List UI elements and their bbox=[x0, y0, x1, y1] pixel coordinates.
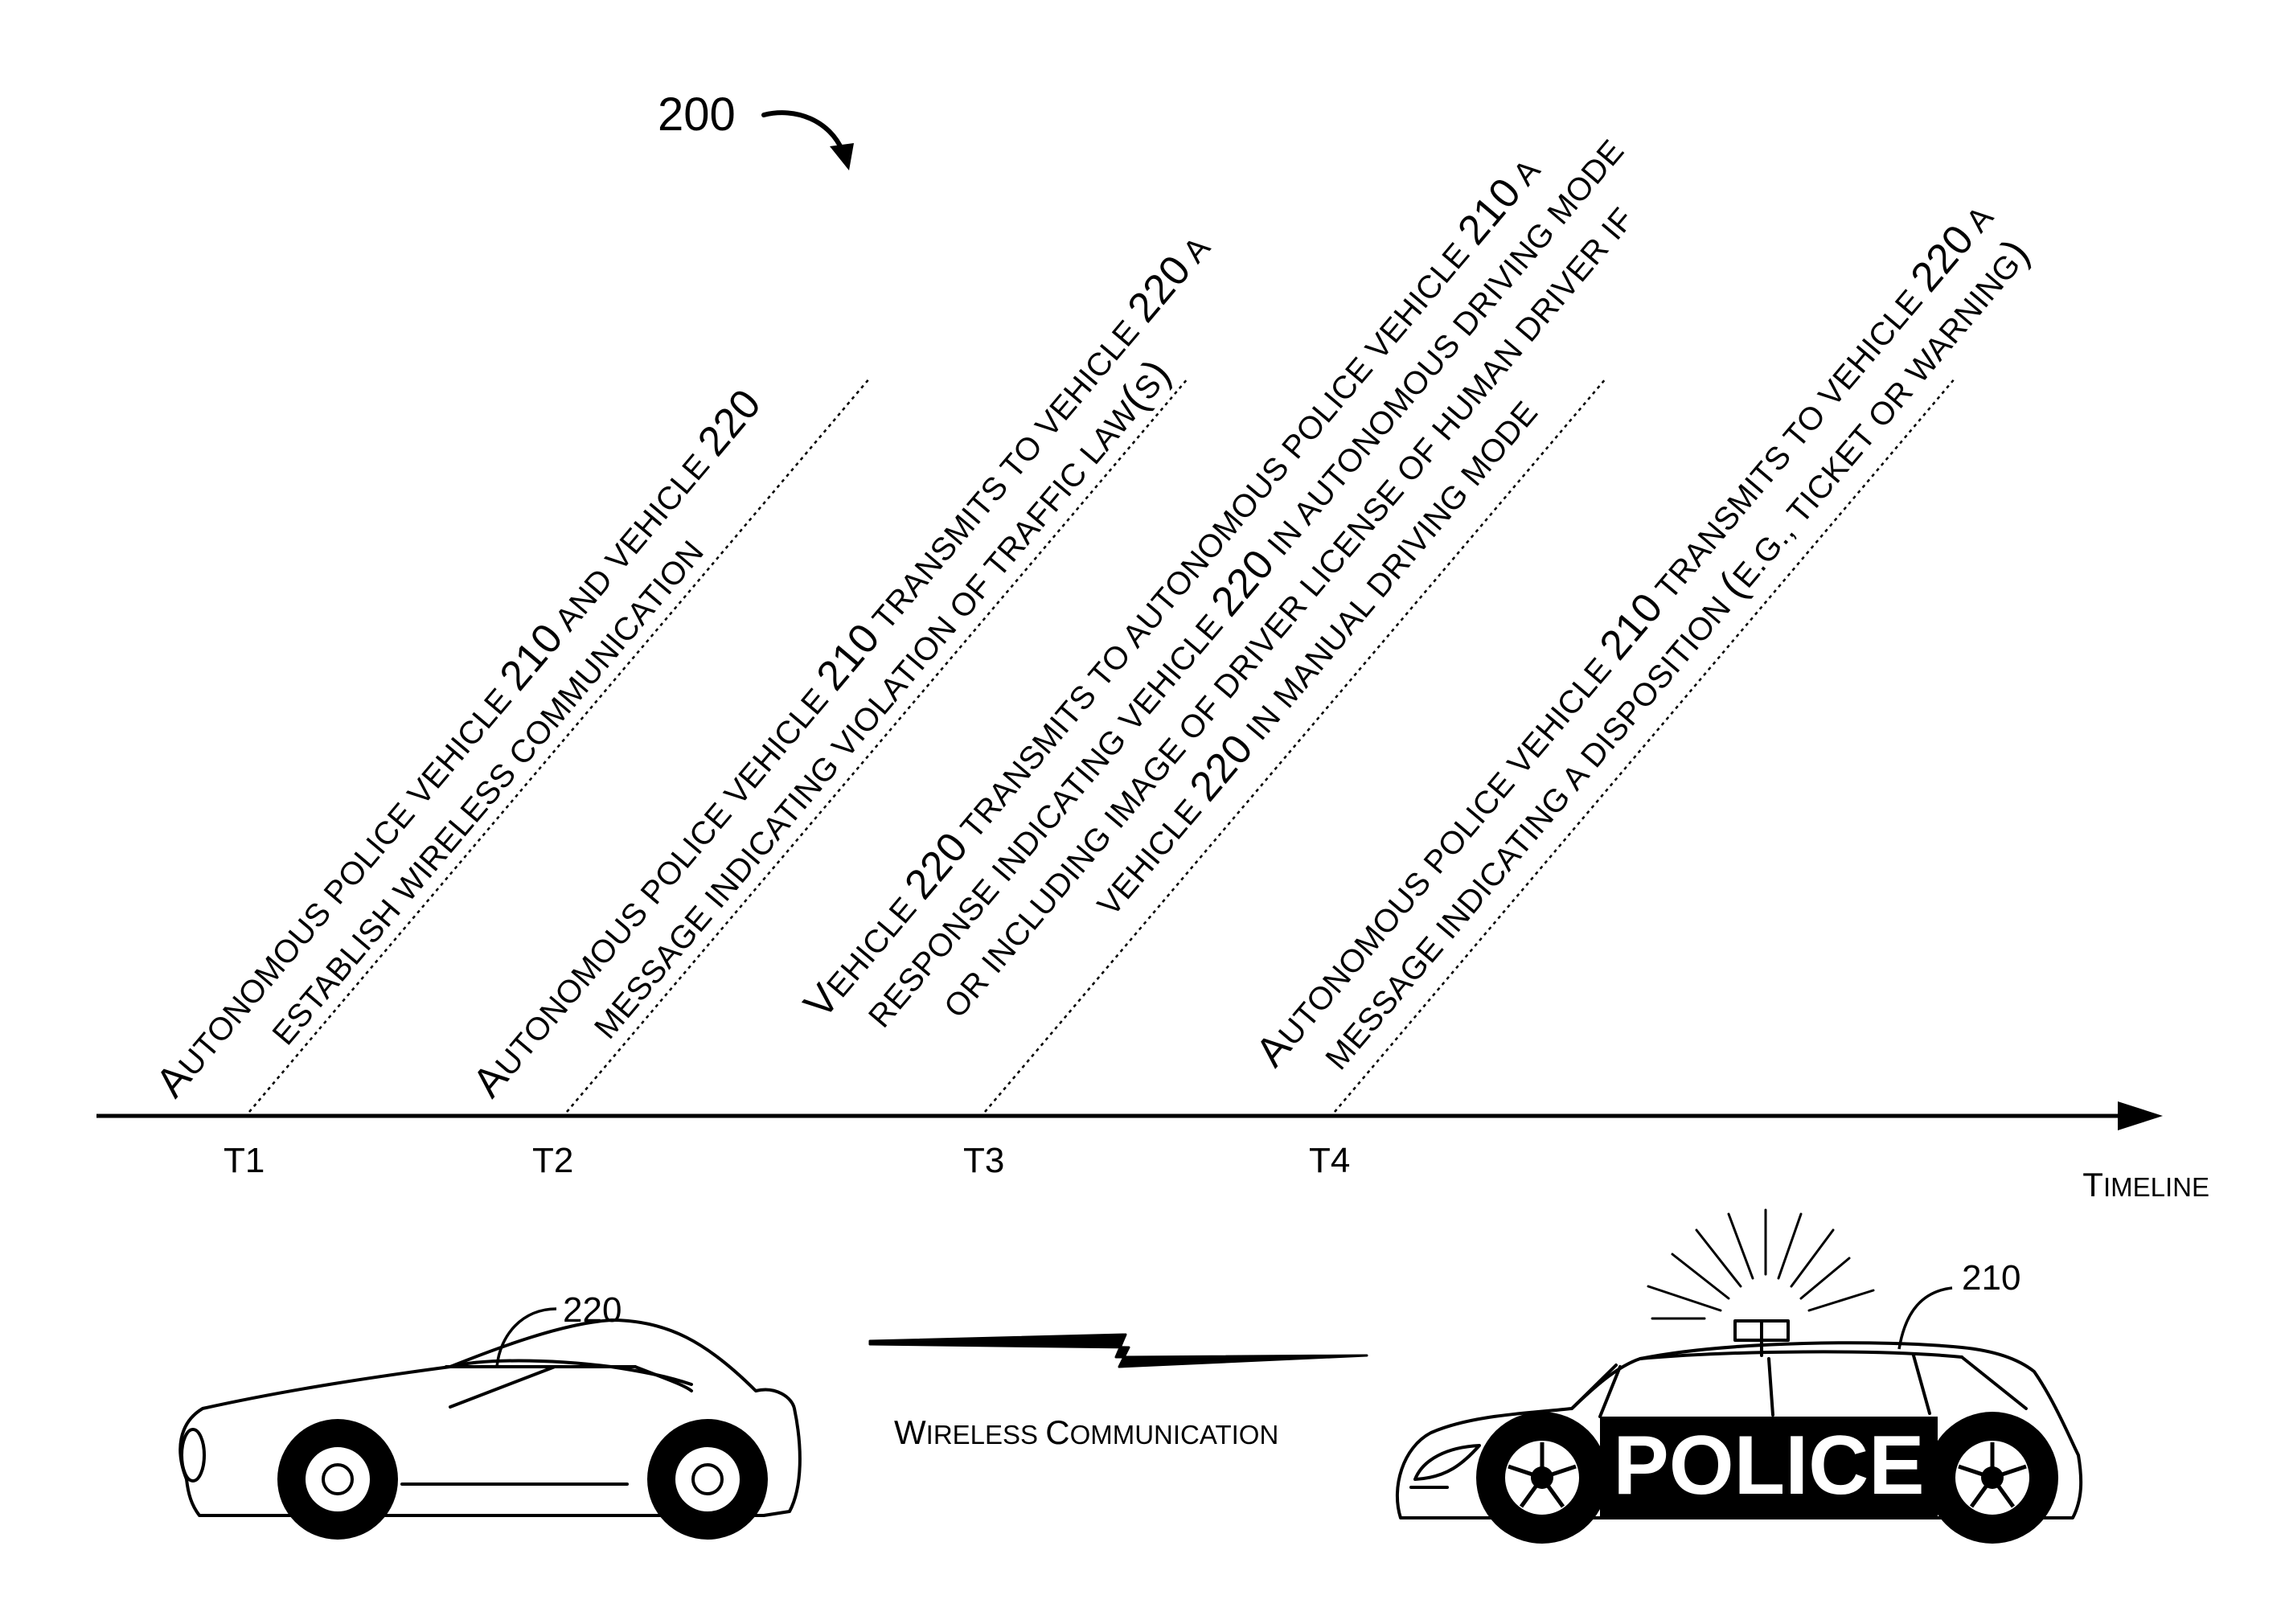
figure-arrow bbox=[764, 113, 843, 151]
tick-label-t3: T3 bbox=[963, 1141, 1004, 1180]
event-text-line: OR INCLUDING IMAGE OF DRIVER LICENSE OF … bbox=[937, 201, 1641, 1024]
tick-label-t1: T1 bbox=[224, 1141, 265, 1180]
wireless-communication-label: WIRELESS COMMUNICATION bbox=[894, 1413, 1278, 1451]
tick-label-t2: T2 bbox=[532, 1141, 573, 1180]
civilian-vehicle-ref: 220 bbox=[563, 1290, 622, 1330]
siren-rays bbox=[1648, 1210, 1873, 1318]
police-door-text: POLICE bbox=[1613, 1419, 1924, 1512]
tick-label-t4: T4 bbox=[1309, 1141, 1350, 1180]
timeline-arrow-head bbox=[2118, 1101, 2163, 1130]
wireless-bolt-icon bbox=[870, 1335, 1367, 1367]
leader-t4 bbox=[1335, 378, 1955, 1112]
figure-number: 200 bbox=[658, 88, 736, 141]
civilian-vehicle-wheels bbox=[277, 1419, 768, 1540]
police-vehicle-ref: 210 bbox=[1962, 1258, 2020, 1298]
ref-leader-210 bbox=[1899, 1288, 1952, 1349]
event-text-line: VEHICLE 220 IN MANUAL DRIVING MODE bbox=[1085, 389, 1547, 925]
event-text-line: AUTONOMOUS POLICE VEHICLE 210 AND VEHICL… bbox=[147, 380, 770, 1105]
timeline-axis-label: TIMELINE bbox=[2082, 1166, 2209, 1204]
event-t3: VEHICLE 220 TRANSMITS TO AUTONOMOUS POLI… bbox=[795, 94, 1712, 1126]
event-t1: AUTONOMOUS POLICE VEHICLE 210 AND VEHICL… bbox=[147, 380, 808, 1138]
figure-arrow-head bbox=[830, 143, 854, 170]
event-t4: AUTONOMOUS POLICE VEHICLE 210 TRANSMITS … bbox=[1247, 194, 2041, 1109]
